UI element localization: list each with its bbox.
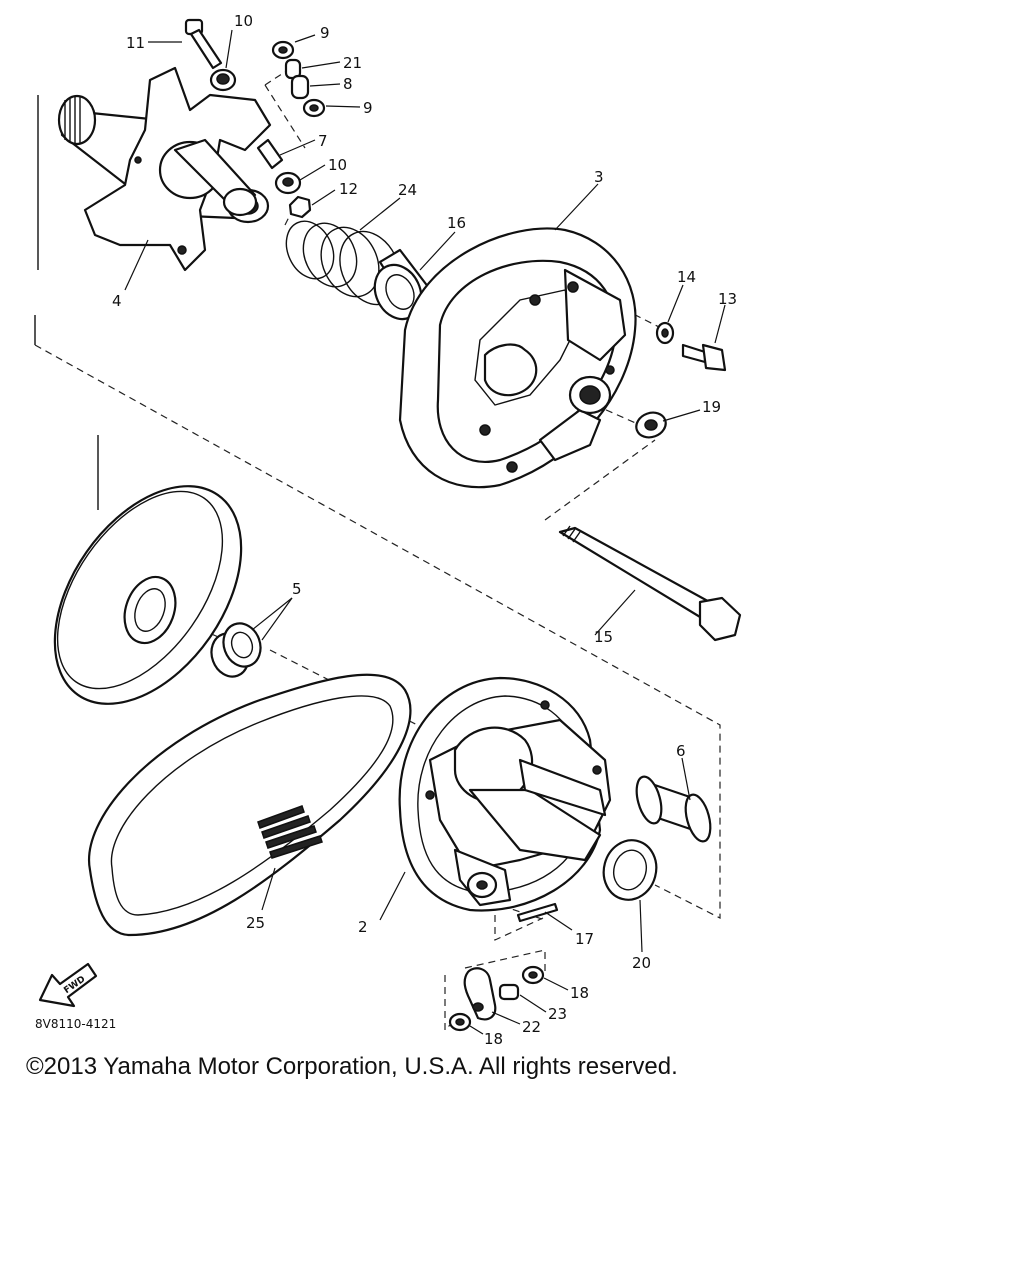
callout-12: 12 [339,180,358,198]
part-9-washer-bottom [302,98,326,118]
part-23-collar [498,983,520,1001]
callout-19: 19 [702,398,721,416]
part-6-sleeve [635,775,712,843]
callout-5: 5 [292,580,302,598]
callout-11: 11 [126,34,145,52]
part-5-bushing [210,622,262,678]
part-18-washer-top [521,965,545,985]
part-22-weight-arm [463,967,497,1021]
part-12-nut [288,195,312,219]
callout-18-bottom: 18 [484,1030,503,1048]
callout-8: 8 [343,75,353,93]
callout-17: 17 [575,930,594,948]
part-10-collar-top [209,68,237,92]
part-25-drive-belt [87,673,412,937]
part-15-long-bolt [558,525,742,642]
part-17-pin [516,902,559,923]
belt-notch-marks [257,805,323,859]
part-20-seal [602,839,658,901]
callout-4: 4 [112,292,122,310]
callout-25: 25 [246,914,265,932]
diagram-part-code: 8V8110-4121 [35,1017,116,1031]
callout-23: 23 [548,1005,567,1023]
copyright-notice: ©2013 Yamaha Motor Corporation, U.S.A. A… [26,1053,678,1080]
part-2-movable-sheave [398,676,612,912]
part-18-washer-bottom [448,1012,472,1032]
callout-10-top: 10 [234,12,253,30]
part-7-pin [256,138,284,170]
callout-20: 20 [632,954,651,972]
callout-14: 14 [677,268,696,286]
callout-24: 24 [398,181,417,199]
fwd-arrow-icon: FWD [38,962,98,1008]
part-8-roller [290,74,310,100]
part-11-bolt [184,18,223,70]
callout-18-top: 18 [570,984,589,1002]
callout-22: 22 [522,1018,541,1036]
part-19-washer [635,411,667,439]
callout-7: 7 [318,132,328,150]
callout-6: 6 [676,742,686,760]
part-9-washer-top [271,40,295,60]
leader-lines [124,29,726,1035]
callout-15: 15 [594,628,613,646]
callout-16: 16 [447,214,466,232]
callout-21: 21 [343,54,362,72]
part-14-washer [655,321,675,345]
callout-3: 3 [594,168,604,186]
callout-9-top: 9 [320,24,330,42]
part-10-collar-bottom [274,171,302,195]
part-4-spider-shaft [57,66,272,272]
callout-2: 2 [358,918,368,936]
part-13-bolt [681,343,727,372]
callout-10-bottom: 10 [328,156,347,174]
fixed-sheave-disk [53,485,243,705]
callout-13: 13 [718,290,737,308]
callout-labels: 11 10 9 21 8 9 7 10 12 24 16 3 4 14 13 1… [112,12,737,1048]
callout-9-bottom: 9 [363,99,373,117]
part-3-sheave-housing [398,227,637,489]
